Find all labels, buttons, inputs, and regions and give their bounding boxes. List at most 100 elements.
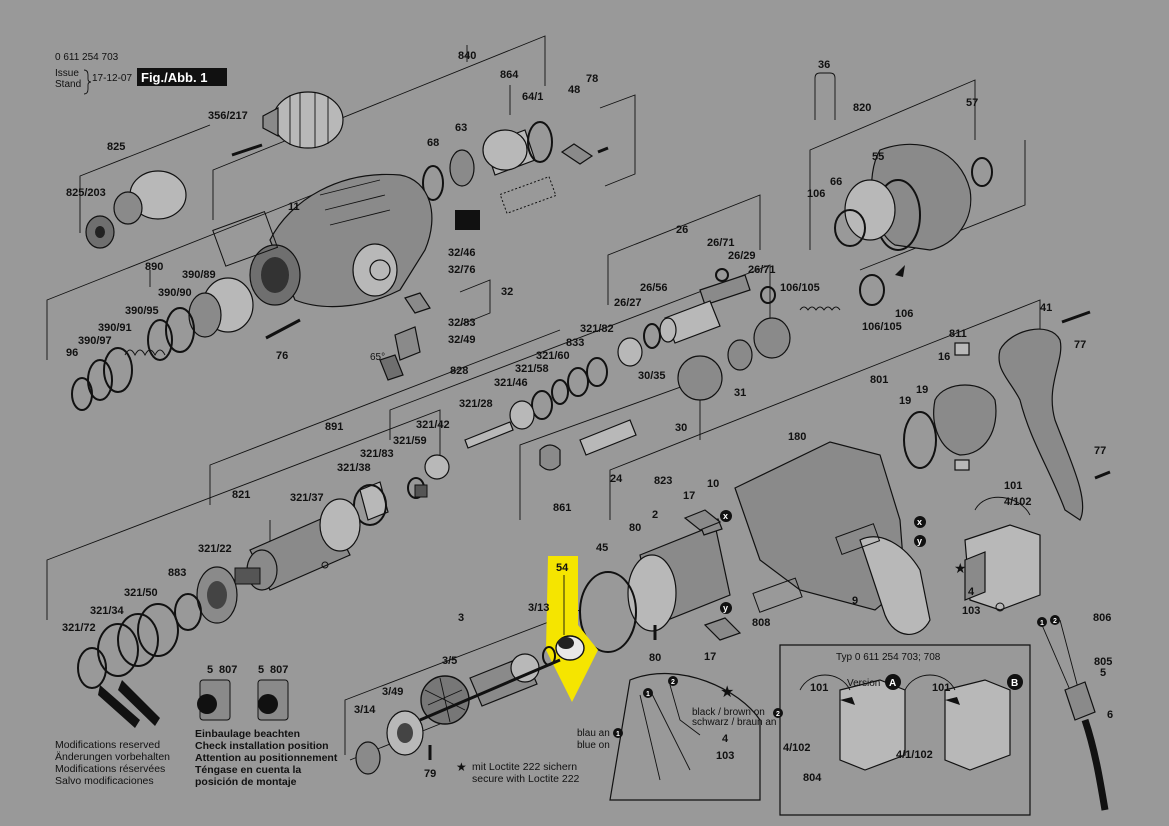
part-label: 5: [1100, 667, 1106, 679]
part-label: 30: [675, 422, 687, 434]
group-frame-lines: [46, 35, 1041, 761]
part-label: 3/49: [382, 686, 403, 698]
spindle-assembly: [77, 498, 361, 728]
part-label: 390/95: [125, 305, 159, 317]
part-label: 76: [276, 350, 288, 362]
part-label: 4/1/102: [896, 749, 933, 761]
part-label: 5: [207, 664, 213, 676]
modifications-notice: Modifications reserved Änderungen vorbeh…: [55, 739, 170, 787]
part-label: 26/27: [614, 297, 642, 309]
svg-text:x: x: [723, 511, 728, 521]
part-label: 17: [704, 651, 716, 663]
part-label-54: 54: [556, 562, 569, 574]
issue-date: 17-12-07: [92, 73, 132, 84]
switch-assembly: [964, 496, 1041, 612]
svg-text:blue on: blue on: [577, 740, 610, 751]
issue-label: Issue: [55, 68, 79, 79]
part-label: 321/22: [198, 543, 232, 555]
part-label: 820: [853, 102, 871, 114]
part-label: 19: [899, 395, 911, 407]
part-label: 101: [1004, 480, 1022, 492]
version-inset-box: [779, 644, 1031, 816]
part-label: 26/71: [748, 264, 776, 276]
part-label: 321/82: [580, 323, 614, 335]
part-label: 5: [258, 664, 264, 676]
svg-text:blau an: blau an: [577, 728, 610, 739]
inset-title: Typ 0 611 254 703; 708: [836, 652, 941, 663]
part-label: 807: [219, 664, 237, 676]
part-label: 861: [553, 502, 571, 514]
svg-text:Check installation position: Check installation position: [195, 740, 329, 752]
highlight-part-54: [542, 556, 598, 702]
connection-markers: [613, 510, 1060, 738]
part-label: 321/83: [360, 448, 394, 460]
part-label: 321/60: [536, 350, 570, 362]
part-label: 79: [424, 768, 436, 780]
part-label: 55: [872, 151, 884, 163]
part-label: 26/71: [707, 237, 735, 249]
part-label: 16: [938, 351, 950, 363]
part-label: 66: [830, 176, 842, 188]
part-label: 31: [734, 387, 746, 399]
part-label: 3/14: [354, 704, 376, 716]
part-label: 48: [568, 84, 580, 96]
svg-text:black / brown on: black / brown on: [692, 707, 765, 718]
part-label: 68: [427, 137, 439, 149]
wire-color-notice: black / brown on schwarz / braun an: [692, 707, 777, 728]
svg-text:y: y: [723, 603, 728, 613]
part-label: 390/89: [182, 269, 216, 281]
part-label: 19: [916, 384, 928, 396]
part-label: 26: [676, 224, 688, 236]
impact-mechanism: [353, 357, 637, 526]
part-label: 103: [716, 750, 734, 762]
part-label: 17: [683, 490, 695, 502]
angle-label: 65°: [370, 352, 385, 363]
gear-housing: [212, 173, 433, 308]
svg-text:2: 2: [671, 679, 675, 686]
part-label: 32/46: [448, 247, 476, 259]
part-label: 26/29: [728, 250, 756, 262]
part-label: 4/102: [783, 742, 811, 754]
part-label: 45: [596, 542, 608, 554]
installation-position-icons: [197, 679, 289, 721]
figure-label-box: [137, 68, 227, 86]
part-label: 77: [1094, 445, 1106, 457]
part-label: 321/34: [90, 605, 125, 617]
part-label: 321/72: [62, 622, 96, 634]
part-label: 77: [1074, 339, 1086, 351]
svg-text:secure with Loctite 222: secure with Loctite 222: [472, 773, 580, 785]
part-label: 80: [649, 652, 661, 664]
part-label: 321/42: [416, 419, 450, 431]
part-label: 63: [455, 122, 467, 134]
svg-text:posición de montaje: posición de montaje: [195, 776, 297, 788]
part-label: 26/56: [640, 282, 668, 294]
part-label: 32/49: [448, 334, 476, 346]
svg-text:1: 1: [616, 731, 620, 738]
part-label: 106/105: [862, 321, 902, 333]
part-label: 321/58: [515, 363, 549, 375]
svg-text:Modifications réservées: Modifications réservées: [55, 763, 165, 775]
part-label: 6: [1107, 709, 1113, 721]
part-label: 3: [458, 612, 464, 624]
part-label: 825: [107, 141, 125, 153]
part-label: 9: [852, 595, 858, 607]
part-label: 41: [1040, 302, 1052, 314]
svg-text:Attention au positionnement: Attention au positionnement: [195, 752, 338, 764]
switch-lever: [369, 259, 431, 381]
version-label: Version: [847, 678, 880, 689]
part-label: 180: [788, 431, 806, 443]
loctite-notice: mit Loctite 222 sichern secure with Loct…: [472, 761, 580, 785]
part-label: 3/5: [442, 655, 457, 667]
part-label: 103: [962, 605, 980, 617]
part-label: 32: [501, 286, 513, 298]
part-label: 96: [66, 347, 78, 359]
svg-text:2: 2: [1053, 618, 1057, 625]
part-label: 36: [818, 59, 830, 71]
part-label: 823: [654, 475, 672, 487]
part-label: 78: [586, 73, 598, 85]
svg-text:★: ★: [456, 760, 467, 774]
stator-assembly: [579, 509, 742, 653]
svg-text:Téngase en cuenta la: Téngase en cuenta la: [195, 764, 301, 776]
